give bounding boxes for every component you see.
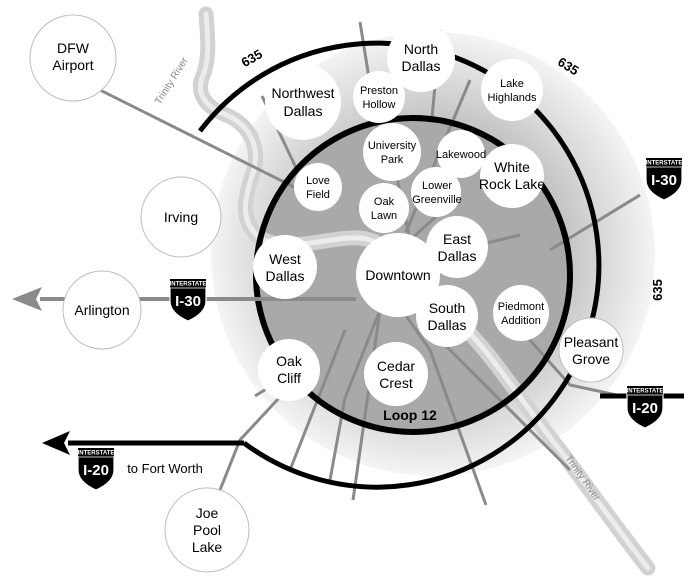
i-30-arrow — [12, 287, 42, 311]
bubble-white-rock-lake[interactable] — [480, 144, 544, 208]
bubble-east-dallas[interactable] — [426, 216, 488, 278]
bubble-preston-hollow[interactable] — [353, 71, 405, 123]
bubble-downtown[interactable] — [356, 233, 440, 317]
label-loop-12: Loop 12 — [383, 407, 437, 423]
trinity-river-center — [198, 11, 651, 571]
i-20-arrow — [42, 431, 70, 455]
svg-text:INTERSTATE: INTERSTATE — [627, 389, 664, 395]
shield-i20-east: INTERSTATE I-20 — [626, 385, 664, 429]
label-635-nw: 635 — [239, 46, 265, 70]
bubble-dfw-airport[interactable] — [29, 14, 117, 102]
neighborhood-bubbles — [29, 14, 624, 573]
svg-text:I-30: I-30 — [175, 293, 201, 310]
shield-i30-west: INTERSTATE I-30 — [169, 278, 207, 322]
svg-text:I-20: I-20 — [83, 462, 109, 479]
bubble-lakewood[interactable] — [437, 130, 485, 178]
bubble-university-park[interactable] — [363, 123, 421, 181]
bubble-joe-pool-lake[interactable] — [164, 487, 250, 573]
label-arlington: Arlington — [74, 302, 129, 318]
bubble-piedmont-addition[interactable] — [493, 285, 549, 341]
svg-text:INTERSTATE: INTERSTATE — [78, 451, 115, 457]
svg-text:INTERSTATE: INTERSTATE — [170, 282, 207, 288]
bubble-love-field[interactable] — [294, 163, 342, 211]
shield-i20-west: INTERSTATE I-20 — [77, 447, 115, 491]
loop-635 — [198, 40, 602, 490]
bubble-north-dallas[interactable] — [387, 24, 455, 92]
shield-i30-east: INTERSTATE I-30 — [645, 157, 683, 201]
bubble-lower-greenville[interactable] — [411, 167, 461, 217]
bubble-south-dallas[interactable] — [416, 285, 478, 347]
bubble-cedar-crest[interactable] — [364, 342, 428, 406]
bubble-pleasant-grove[interactable] — [558, 317, 624, 383]
label-trinity-river-south: Trinity River — [563, 453, 603, 503]
bubble-arlington[interactable] — [62, 270, 142, 350]
label-downtown: Downtown — [365, 267, 430, 283]
label-635-e: 635 — [650, 279, 665, 301]
label-to-fort-worth: to Fort Worth — [127, 461, 203, 476]
svg-text:I-30: I-30 — [651, 172, 677, 189]
label-lakewood: Lakewood — [436, 149, 486, 161]
bubble-oak-cliff[interactable] — [258, 339, 320, 401]
bubble-oak-lawn[interactable] — [359, 183, 409, 233]
label-irving: Irving — [164, 209, 198, 225]
bubble-irving[interactable] — [140, 176, 222, 258]
bubble-west-dallas[interactable] — [253, 235, 317, 299]
bubble-lake-highlands[interactable] — [481, 59, 543, 121]
svg-text:INTERSTATE: INTERSTATE — [646, 161, 683, 167]
label-trinity-river-north: Trinity River — [153, 55, 191, 106]
svg-text:I-20: I-20 — [632, 400, 658, 417]
bubble-northwest-dallas[interactable] — [265, 64, 341, 140]
